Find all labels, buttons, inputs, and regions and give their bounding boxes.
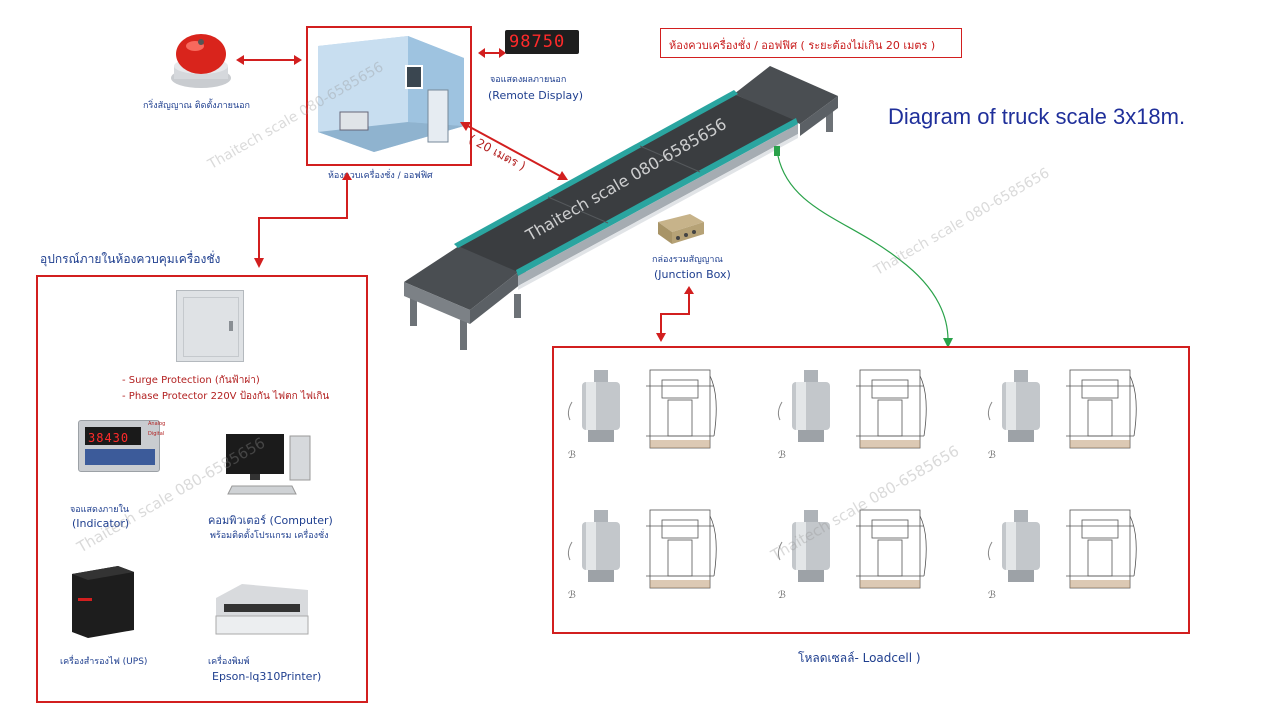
printer-label-1: เครื่องพิมพ์ [208,657,250,667]
green-cable [774,146,953,348]
svg-text:ℬ: ℬ [988,450,996,461]
equipment-heading: อุปกรณ์ภายในห้องควบคุมเครื่องชั่ง [40,252,221,266]
loadcell-icon: ℬ [987,369,1137,461]
svg-text:ℬ: ℬ [778,590,786,601]
loadcell-item: ℬ [564,366,754,486]
surge-cabinet-icon [176,290,244,362]
svg-text:ℬ: ℬ [988,590,996,601]
loadcell-caption: โหลดเซลล์- Loadcell ) [798,651,921,665]
distance-callout-text: ห้องควบเครื่องชั่ง / ออฟฟิศ ( ระยะต้องไม… [669,39,936,52]
junction-box-label-en: (Junction Box) [654,268,731,281]
junction-box-icon [656,212,706,246]
loadcell-icon: ℬ [567,509,717,601]
arrow-bell-room [236,55,302,65]
alarm-label: กริ่งสัญญาณ ติดตั้งภายนอก [143,101,250,111]
arrow-room-display [478,48,506,58]
equipment-box [36,275,368,703]
ups-icon [68,564,138,638]
truck-scale-platform [404,66,838,350]
svg-text:ℬ: ℬ [568,590,576,601]
ups-label: เครื่องสำรองไฟ (UPS) [60,657,148,667]
printer-icon [212,580,312,638]
surge-line-1: - Surge Protection (กันฟ้าผ่า) [122,375,260,386]
remote-display-label-en: (Remote Display) [488,89,584,102]
loadcell-item: ℬ [774,506,964,626]
loadcell-item: ℬ [984,366,1174,486]
svg-text:ℬ: ℬ [778,450,786,461]
loadcell-item: ℬ [774,366,964,486]
loadcell-icon: ℬ [777,369,927,461]
loadcell-box: ℬ ℬ ℬ ℬ ℬ ℬ [552,346,1190,634]
control-room-box [306,26,472,166]
arrow-room-equipment [254,172,352,268]
remote-display-label-th: จอแสดงผลภายนอก [490,75,567,85]
arrow-junction-loadcell [656,286,694,342]
computer-label-2: พร้อมติดตั้งโปรแกรม เครื่องชั่ง [210,531,329,541]
indicator-label-th: จอแสดงภายใน [70,505,130,515]
svg-text:ℬ: ℬ [568,450,576,461]
container-office-icon [318,36,464,152]
control-room-label: ห้องควบเครื่องชั่ง / ออฟฟิศ [328,171,433,181]
junction-box-label-th: กล่องรวมสัญญาณ [652,255,723,265]
indicator-tag-analog: Analog [148,421,166,427]
diagram-title: Diagram of truck scale 3x18m. [888,104,1186,129]
loadcell-item: ℬ [564,506,754,626]
computer-icon [222,428,314,500]
loadcell-icon: ℬ [987,509,1137,601]
distance-callout-box: ห้องควบเครื่องชั่ง / ออฟฟิศ ( ระยะต้องไม… [660,28,962,58]
loadcell-icon: ℬ [567,369,717,461]
loadcell-icon: ℬ [777,509,927,601]
loadcell-item: ℬ [984,506,1174,626]
indicator-label-en: (Indicator) [72,517,130,530]
indicator-device-icon: 38430 [78,420,160,472]
printer-label-2: Epson-lq310Printer) [212,670,322,683]
indicator-tag-digital: Digital [148,431,165,437]
arrow-room-scale [460,122,568,180]
indicator-value: 38430 [88,431,130,445]
remote-display-value: 98750 [509,32,566,52]
surge-line-2: - Phase Protector 220V ป้องกัน ไฟตก ไฟเก… [122,391,330,402]
alarm-bell-icon [168,26,234,92]
computer-label-1: คอมพิวเตอร์ (Computer) [208,514,333,527]
remote-display-panel: 98750 [505,30,579,54]
